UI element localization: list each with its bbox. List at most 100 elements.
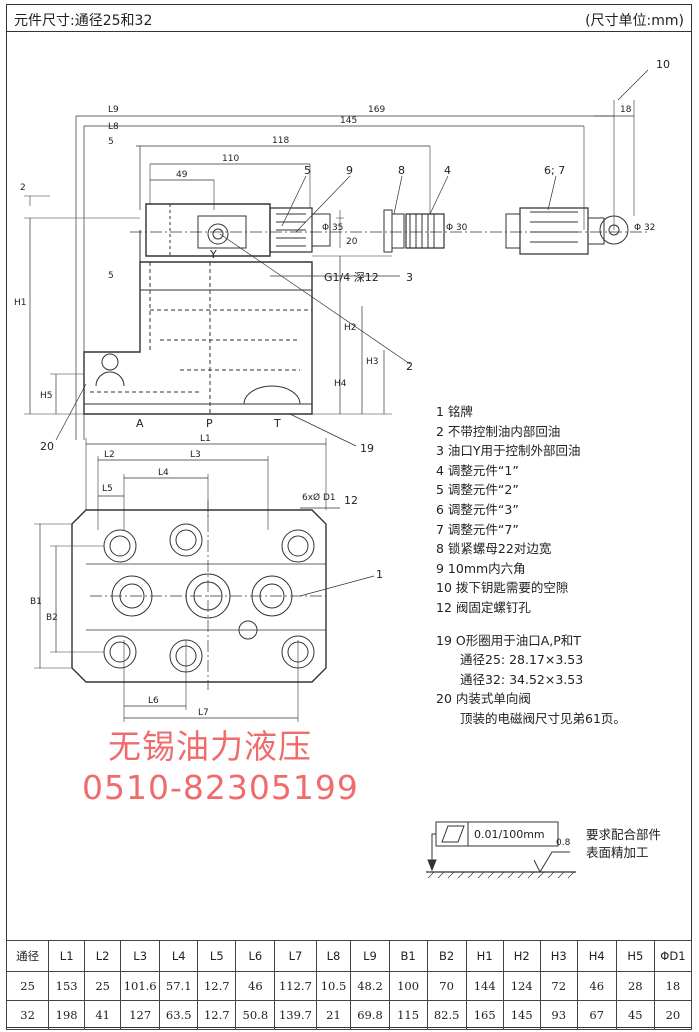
table-cell: 28 — [615, 971, 655, 1001]
parts-legend: 1 铭牌 2 不带控制油内部回油 3 油口Y用于控制外部回油 4 调整元件“1”… — [436, 402, 686, 729]
legend-item: 7 调整元件“7” — [436, 521, 519, 537]
technical-drawing: L9 L8 5 169 145 118 110 49 18 2 5 20 H1 … — [14, 58, 670, 879]
table-cell: 198 — [48, 1000, 86, 1030]
table-row: 25 153 25 101.6 57.1 12.7 46 112.7 10.5 … — [5, 971, 693, 1001]
label-phi35: Φ 35 — [322, 223, 343, 233]
table-cell: 41 — [84, 1000, 122, 1030]
callout-10: 10 — [656, 58, 670, 71]
table-cell: 21 — [315, 1000, 352, 1030]
table-cell: 124 — [502, 971, 541, 1001]
table-header: H5 — [615, 940, 655, 972]
legend-item: 3 油口Y用于控制外部回油 — [436, 443, 581, 459]
callout-9: 9 — [346, 164, 353, 177]
label-phi30: Φ 30 — [446, 223, 468, 233]
table-cell: 57.1 — [159, 971, 199, 1001]
drawing-title: 元件尺寸:通径25和32 — [14, 13, 153, 29]
table-header: B1 — [388, 940, 428, 972]
dim-145: 145 — [340, 116, 357, 126]
table-header: L1 — [48, 940, 86, 972]
legend-item: 20 内装式单向阀 — [436, 691, 531, 707]
table-cell: 20 — [653, 1000, 693, 1030]
table-cell: 32 — [5, 1000, 50, 1030]
table-cell: 18 — [653, 971, 693, 1001]
table-header: H2 — [502, 940, 541, 972]
table-header: L2 — [84, 940, 122, 972]
dim-l8: L8 — [108, 122, 119, 132]
table-cell: 115 — [388, 1000, 428, 1030]
table-cell: 82.5 — [426, 1000, 467, 1030]
legend-item: 8 锁紧螺母22对边宽 — [436, 541, 552, 557]
surface-note-line2: 表面精加工 — [586, 845, 649, 860]
dim-l6: L6 — [148, 696, 159, 706]
table-cell: 165 — [465, 1000, 504, 1030]
legend-item: 6 调整元件“3” — [436, 501, 519, 517]
dim-l4: L4 — [158, 468, 169, 478]
table-cell: 144 — [465, 971, 504, 1001]
watermark-phone: 0510-82305199 — [82, 768, 359, 807]
table-cell: 145 — [502, 1000, 541, 1030]
label-y: Y — [209, 248, 217, 261]
table-cell: 70 — [426, 971, 467, 1001]
table-header: B2 — [426, 940, 467, 972]
table-header: 通径 — [5, 940, 50, 972]
dim-18: 18 — [620, 105, 632, 115]
surface-note-line1: 要求配合部件 — [586, 827, 662, 842]
dim-118: 118 — [272, 136, 289, 146]
table-header: L8 — [315, 940, 352, 972]
table-cell: 45 — [615, 1000, 655, 1030]
dim-110: 110 — [222, 154, 239, 164]
dim-l5: L5 — [102, 484, 113, 494]
port-p: P — [206, 417, 213, 430]
dim-b1: B1 — [30, 597, 42, 607]
legend-item: 通径32: 34.52×3.53 — [460, 671, 584, 687]
dim-l2: L2 — [104, 450, 115, 460]
flatness-tolerance: 0.01/100mm — [474, 828, 545, 841]
table-cell: 67 — [576, 1000, 617, 1030]
surface-note: 要求配合部件 表面精加工 — [586, 826, 661, 862]
table-cell: 46 — [235, 971, 276, 1001]
table-cell: 48.2 — [350, 971, 390, 1001]
table-cell: 12.7 — [197, 1000, 237, 1030]
table-cell: 25 — [5, 971, 50, 1001]
table-cell: 63.5 — [159, 1000, 199, 1030]
legend-item: 19 O形圈用于油口A,P和T — [436, 632, 581, 648]
legend-item: 9 10mm内六角 — [436, 560, 526, 576]
header-bar: 元件尺寸:通径25和32 (尺寸单位:mm) — [6, 4, 692, 32]
dim-5-top: 5 — [108, 137, 114, 147]
label-h4: H4 — [334, 379, 347, 389]
watermark-company: 无锡油力液压 — [108, 727, 312, 766]
table-header: L4 — [159, 940, 199, 972]
table-header: L9 — [350, 940, 390, 972]
unit-label: (尺寸单位:mm) — [585, 13, 684, 29]
label-phi32: Φ 32 — [634, 223, 655, 233]
label-thread: G1/4 深12 — [324, 271, 379, 284]
dim-l3: L3 — [190, 450, 201, 460]
callout-2: 2 — [406, 360, 413, 373]
callout-5: 5 — [304, 164, 311, 177]
table-cell: 10.5 — [315, 971, 352, 1001]
dim-l9: L9 — [108, 105, 119, 115]
callout-20: 20 — [40, 440, 54, 453]
callout-1: 1 — [376, 568, 383, 581]
dimension-table: 通径 L1 L2 L3 L4 L5 L6 L7 L8 L9 B1 B2 H1 H… — [5, 940, 693, 1030]
table-cell: 112.7 — [274, 971, 317, 1001]
roughness-value: 0.8 — [556, 838, 571, 848]
table-cell: 101.6 — [120, 971, 161, 1001]
port-t: T — [273, 417, 281, 430]
dim-20: 20 — [346, 237, 358, 247]
legend-item: 2 不带控制油内部回油 — [436, 423, 561, 439]
legend-item: 12 阀固定螺钉孔 — [436, 599, 531, 615]
table-cell: 153 — [48, 971, 86, 1001]
label-h1: H1 — [14, 298, 27, 308]
table-header: H1 — [465, 940, 504, 972]
table-cell: 93 — [539, 1000, 578, 1030]
table-header: H4 — [576, 940, 617, 972]
table-cell: 139.7 — [274, 1000, 317, 1030]
table-cell: 12.7 — [197, 971, 237, 1001]
callout-8: 8 — [398, 164, 405, 177]
callout-3: 3 — [406, 271, 413, 284]
table-header: L7 — [274, 940, 317, 972]
dim-2: 2 — [20, 183, 26, 193]
label-h2: H2 — [344, 323, 357, 333]
table-cell: 46 — [576, 971, 617, 1001]
